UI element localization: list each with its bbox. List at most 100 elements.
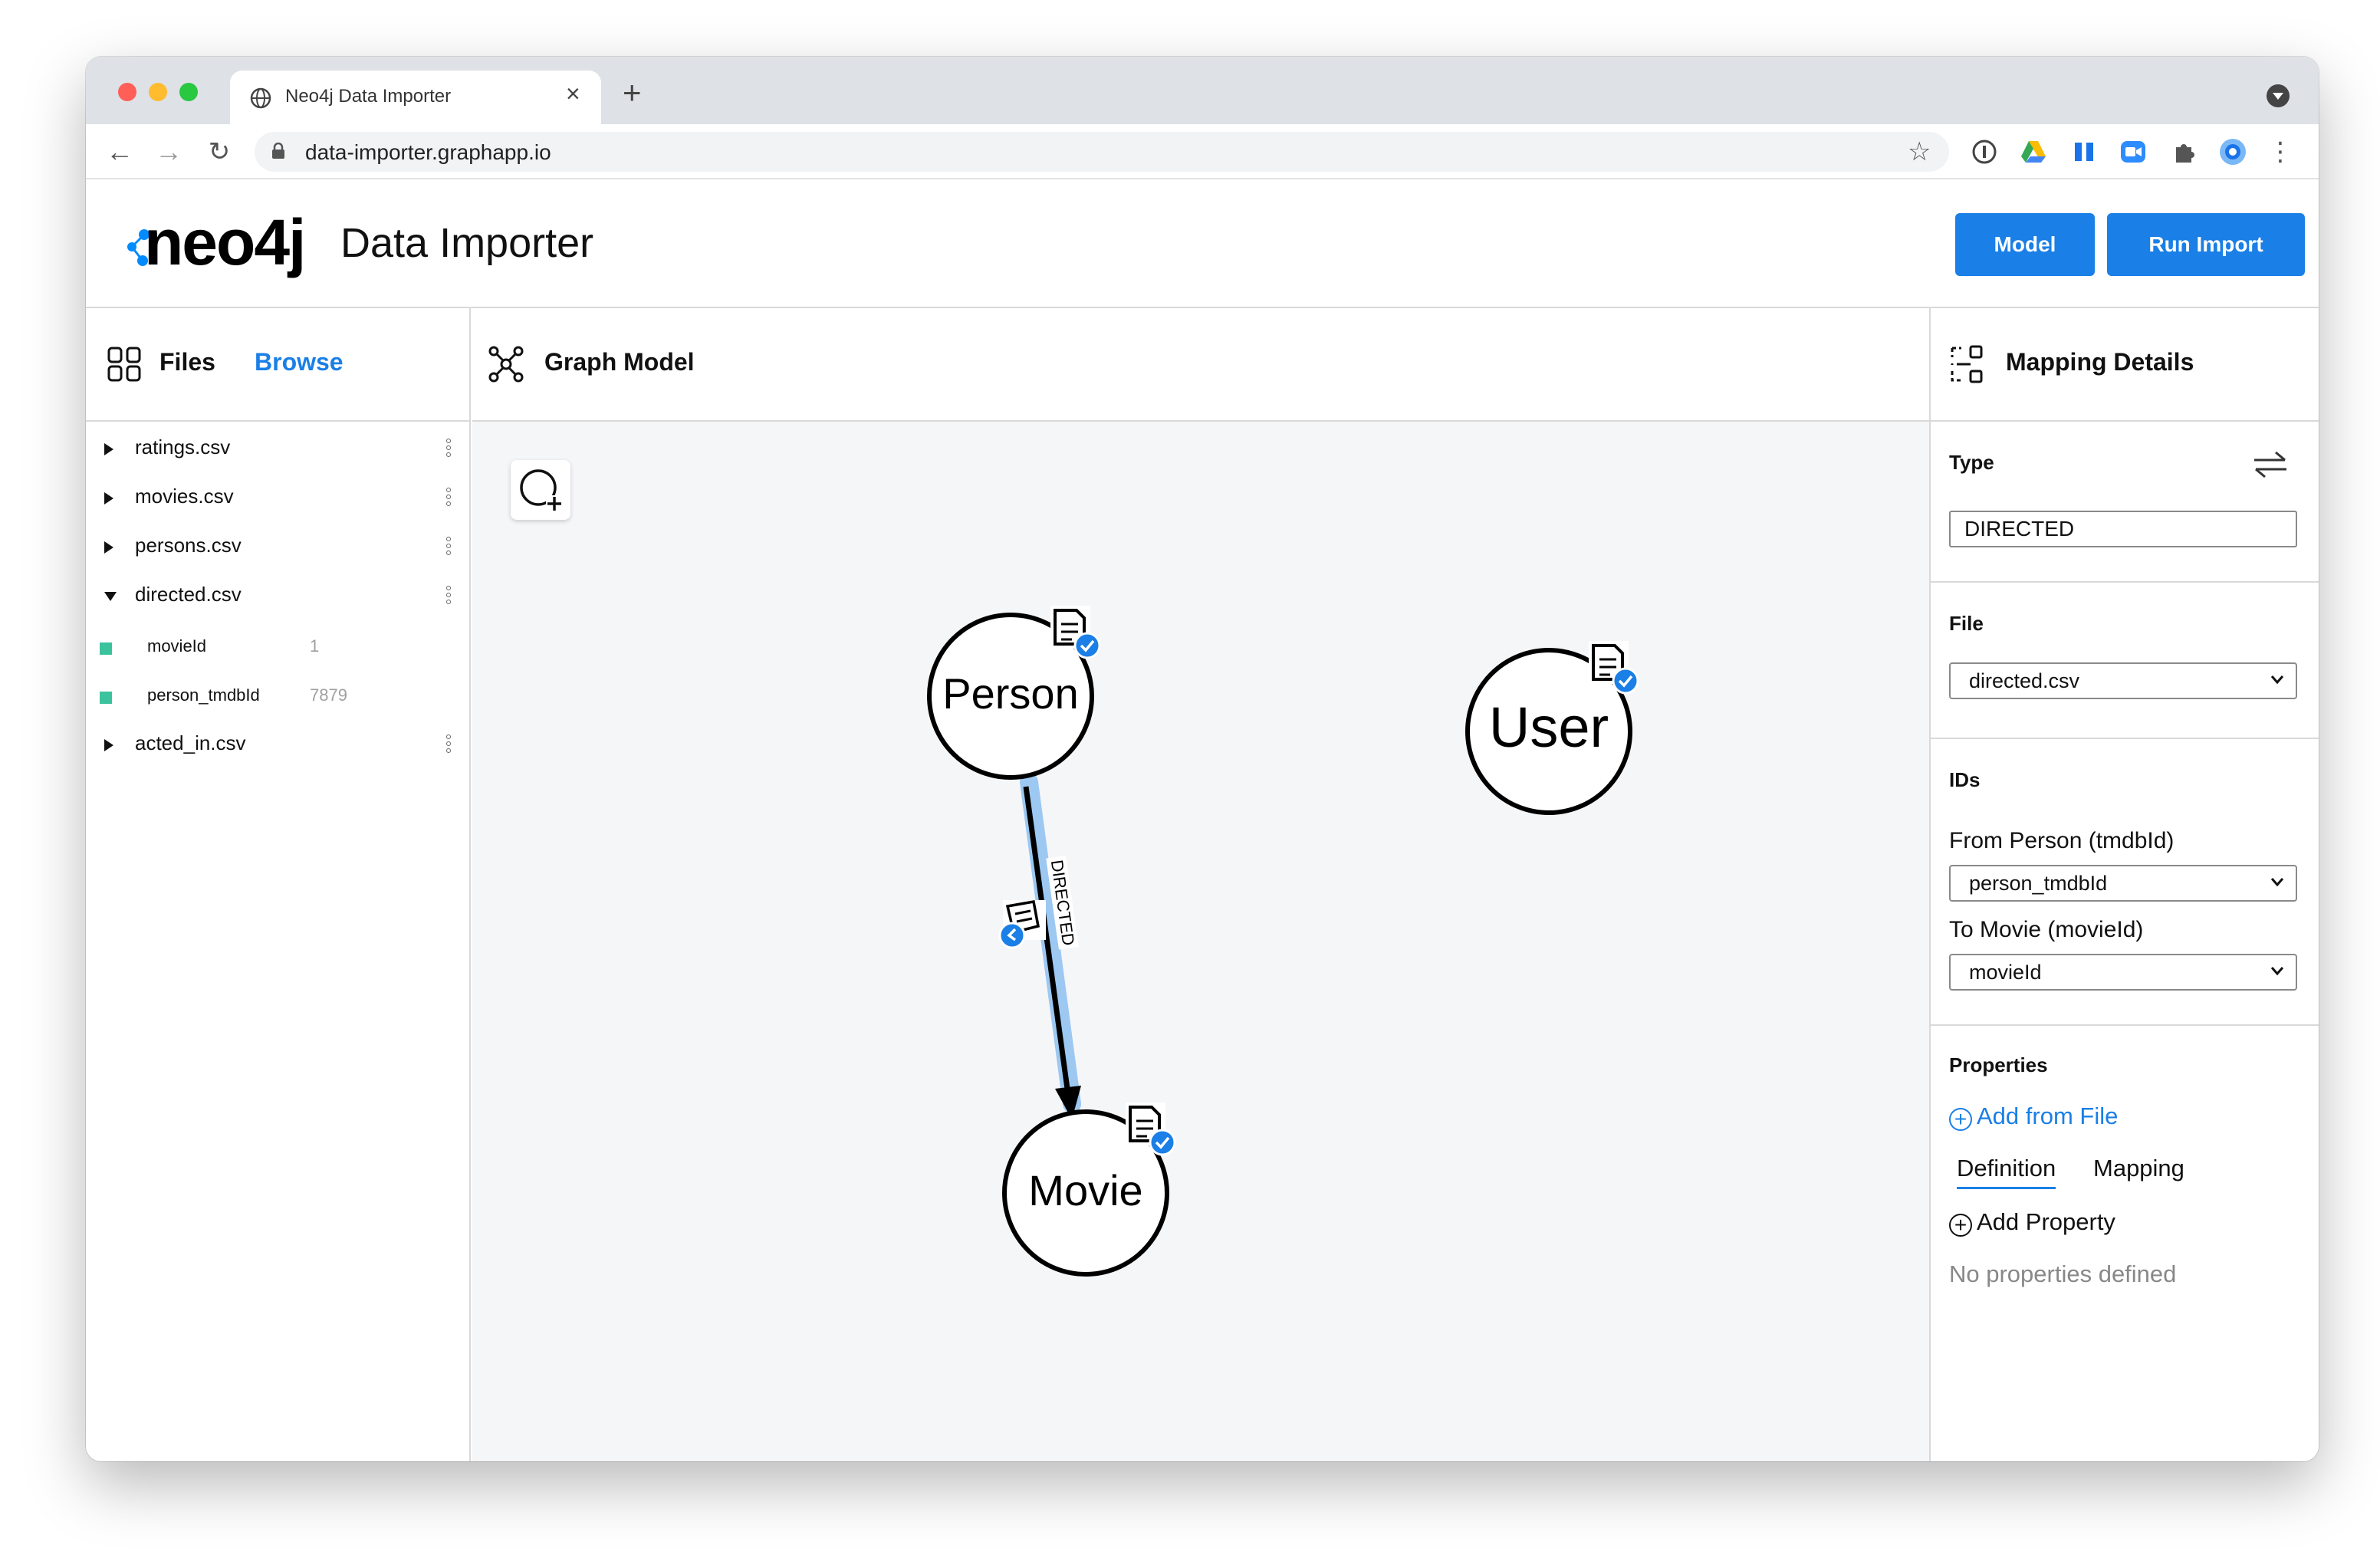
graph-model-title: Graph Model — [544, 348, 695, 376]
close-window-button[interactable] — [118, 83, 136, 101]
forward-arrow-icon[interactable]: → — [155, 136, 182, 167]
back-arrow-icon[interactable]: ← — [106, 136, 133, 167]
password-manager-icon[interactable] — [1971, 138, 1998, 166]
add-node-icon — [520, 469, 563, 512]
browser-tab-strip: Neo4j Data Importer × + — [86, 57, 2319, 124]
bookmark-star-icon[interactable]: ☆ — [1908, 137, 1931, 166]
plus-circle-icon: + — [1949, 1108, 1972, 1131]
neo4j-logo-icon — [127, 229, 150, 266]
type-label: Type — [1949, 451, 1994, 474]
graph-svg — [927, 606, 1639, 1277]
file-select[interactable]: directed.csv — [1949, 662, 2297, 699]
browser-tab[interactable]: Neo4j Data Importer × — [230, 71, 601, 124]
column-sample-value: 7879 — [310, 685, 347, 705]
graph-model-panel: Graph Model — [472, 308, 1929, 1461]
chevron-down-icon — [2270, 967, 2284, 976]
kebab-menu-icon[interactable] — [446, 537, 452, 560]
node-label-movie: Movie — [1028, 1166, 1143, 1214]
profile-avatar-icon[interactable] — [2219, 138, 2247, 166]
expand-caret-icon[interactable] — [104, 443, 113, 455]
column-item-movieid[interactable]: movieId 1 — [86, 623, 469, 672]
run-import-button[interactable]: Run Import — [2107, 213, 2305, 276]
lock-icon — [272, 143, 284, 159]
node-label-person: Person — [942, 669, 1079, 718]
tab-close-icon[interactable]: × — [566, 80, 580, 107]
from-id-select-value: person_tmdbId — [1969, 872, 2108, 895]
kebab-menu-icon[interactable] — [446, 586, 452, 609]
minimize-window-button[interactable] — [149, 83, 167, 101]
file-item-movies[interactable]: movies.csv — [86, 474, 469, 523]
app-header: neo4j Data Importer Model Run Import — [86, 179, 2319, 308]
to-id-select[interactable]: movieId — [1949, 954, 2297, 991]
relationship-mapped-file-icon — [998, 899, 1046, 949]
address-bar[interactable]: data-importer.graphapp.io ☆ — [255, 132, 1949, 172]
add-node-button[interactable] — [511, 460, 570, 520]
files-panel-header: Files Browse — [86, 308, 469, 422]
neo4j-logo-text: neo4j — [144, 206, 306, 278]
person-mapped-file-icon — [1050, 606, 1101, 659]
expand-caret-icon[interactable] — [104, 739, 113, 751]
reverse-direction-icon[interactable] — [2251, 449, 2290, 480]
chevron-down-icon — [2270, 675, 2284, 685]
relationship-line-directed[interactable] — [1023, 786, 1070, 1089]
new-tab-button[interactable]: + — [623, 74, 642, 110]
tab-definition[interactable]: Definition — [1957, 1155, 2056, 1189]
column-sample-value: 1 — [310, 636, 320, 656]
type-input[interactable]: DIRECTED — [1949, 511, 2297, 547]
tab-title: Neo4j Data Importer — [285, 86, 452, 107]
browser-toolbar: ← → ↻ data-importer.graphapp.io ☆ — [86, 124, 2319, 179]
maximize-window-button[interactable] — [179, 83, 198, 101]
tab-search-icon[interactable] — [2267, 84, 2290, 107]
column-item-person-tmdbid[interactable]: person_tmdbId 7879 — [86, 672, 469, 721]
kebab-menu-icon[interactable] — [446, 439, 452, 462]
node-movie[interactable] — [1002, 1109, 1169, 1277]
expand-caret-icon[interactable] — [104, 541, 113, 554]
expand-caret-icon[interactable] — [104, 492, 113, 504]
pause-extension-icon[interactable] — [2070, 138, 2098, 166]
add-from-file-label: Add from File — [1977, 1103, 2119, 1129]
kebab-menu-icon[interactable] — [446, 488, 452, 511]
file-item-persons[interactable]: persons.csv — [86, 523, 469, 572]
file-name: acted_in.csv — [135, 731, 246, 754]
ids-label: IDs — [1949, 768, 1981, 791]
tab-mapping[interactable]: Mapping — [2093, 1155, 2184, 1181]
node-person[interactable] — [927, 613, 1094, 780]
zoom-extension-icon[interactable] — [2119, 138, 2147, 166]
graph-canvas[interactable]: Person User Movie DIRECTED — [472, 422, 1929, 1461]
node-label-user: User — [1488, 695, 1609, 759]
file-select-value: directed.csv — [1969, 669, 2080, 692]
google-drive-icon[interactable] — [2020, 138, 2047, 166]
column-name: movieId — [147, 636, 207, 656]
browser-window: Neo4j Data Importer × + ← → ↻ data-impor… — [86, 57, 2319, 1461]
mapping-details-icon — [1951, 345, 1983, 383]
file-name: ratings.csv — [135, 435, 231, 458]
browse-link[interactable]: Browse — [255, 348, 344, 376]
browser-menu-icon[interactable]: ⋮ — [2267, 137, 2293, 166]
node-user[interactable] — [1465, 648, 1632, 815]
properties-label: Properties — [1949, 1053, 2048, 1076]
files-title: Files — [159, 348, 215, 376]
extensions-puzzle-icon[interactable] — [2170, 138, 2198, 166]
add-from-file-button[interactable]: +Add from File — [1949, 1103, 2118, 1131]
reload-icon[interactable]: ↻ — [208, 137, 231, 166]
collapse-caret-icon[interactable] — [104, 592, 117, 601]
file-item-directed[interactable]: directed.csv — [86, 572, 469, 621]
from-id-select[interactable]: person_tmdbId — [1949, 865, 2297, 902]
globe-icon — [250, 87, 271, 109]
chevron-down-icon — [2270, 878, 2284, 887]
ids-section: IDs From Person (tmdbId) person_tmdbId T… — [1931, 739, 2319, 1026]
model-button[interactable]: Model — [1955, 213, 2095, 276]
file-item-acted-in[interactable]: acted_in.csv — [86, 721, 469, 770]
add-property-button[interactable]: +Add Property — [1949, 1208, 2115, 1237]
type-section: Type DIRECTED — [1931, 422, 2319, 583]
file-item-ratings[interactable]: ratings.csv — [86, 425, 469, 474]
file-label: File — [1949, 612, 1984, 635]
mapped-column-marker — [100, 642, 112, 655]
mapping-details-panel: Mapping Details Type DIRECTED File direc… — [1929, 308, 2319, 1461]
url-text[interactable]: data-importer.graphapp.io — [305, 140, 551, 164]
add-property-label: Add Property — [1977, 1208, 2115, 1235]
mapping-panel-header: Mapping Details — [1931, 308, 2319, 422]
graph-model-icon — [488, 346, 524, 383]
mapping-details-title: Mapping Details — [2006, 348, 2194, 376]
kebab-menu-icon[interactable] — [446, 734, 452, 757]
